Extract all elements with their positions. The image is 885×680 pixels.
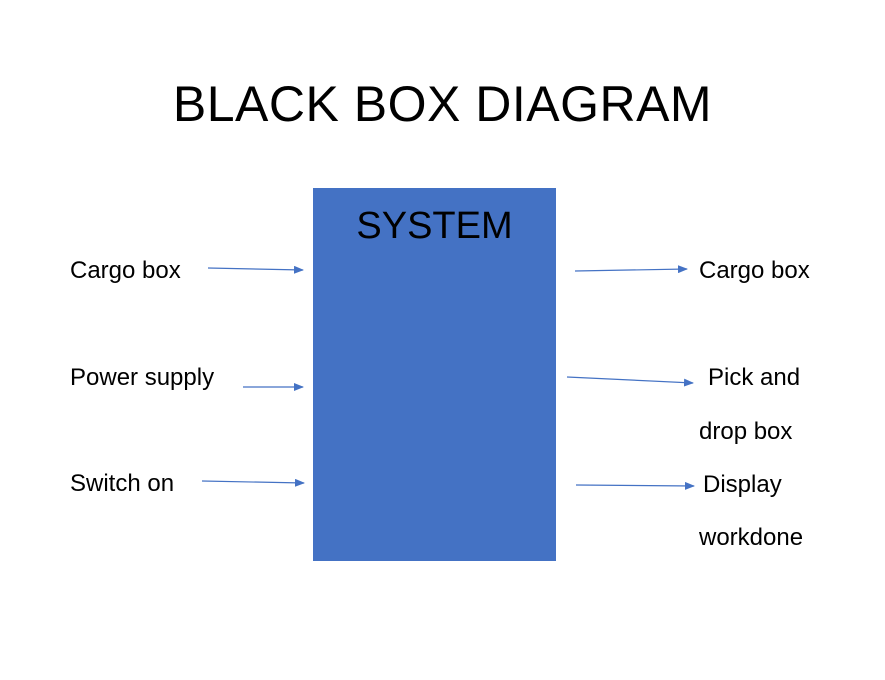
input-label-power-supply: Power supply <box>70 364 215 391</box>
input-label-switch-on: Switch on <box>70 470 175 497</box>
output-label-workdone: workdone <box>699 524 804 551</box>
output-arrow-display <box>575 481 695 490</box>
output-label-pick-and: Pick and <box>708 364 801 391</box>
system-label: SYSTEM <box>356 205 513 247</box>
input-arrow-cargo-box <box>207 265 304 274</box>
output-arrow-pick-and-drop <box>566 376 694 387</box>
output-label-drop-box: drop box <box>699 418 793 445</box>
input-arrow-switch-on <box>201 478 305 487</box>
system-block <box>313 188 556 561</box>
output-arrow-cargo-box <box>574 265 688 274</box>
output-label-cargo-box: Cargo box <box>699 257 810 284</box>
output-label-display: Display <box>703 471 782 498</box>
diagram-title: BLACK BOX DIAGRAM <box>172 76 713 132</box>
input-label-cargo-box: Cargo box <box>70 257 181 284</box>
